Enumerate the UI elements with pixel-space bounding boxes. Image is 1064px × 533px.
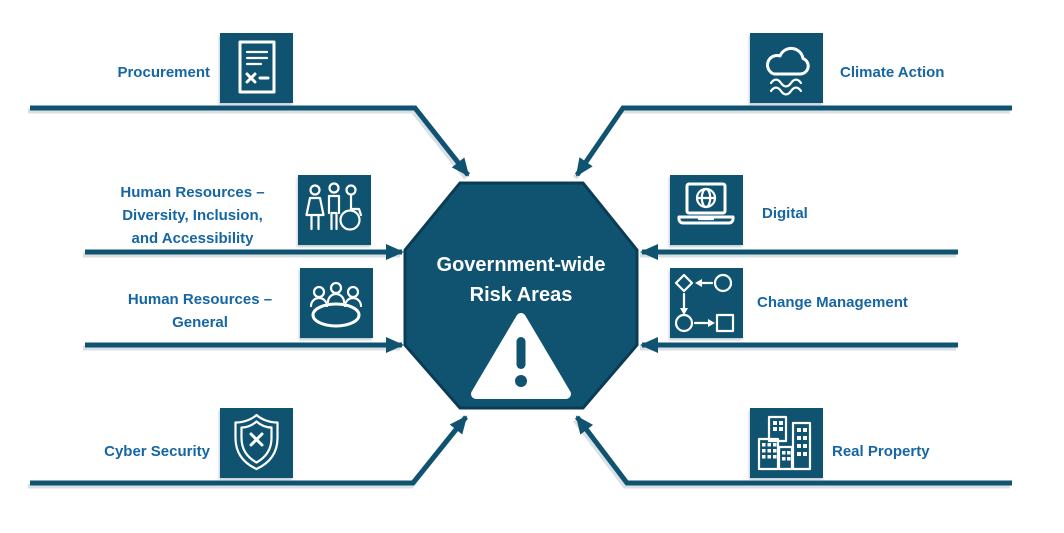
- arrow-cyber-security: [30, 415, 468, 486]
- center-octagon: [403, 181, 639, 410]
- line-shadows: [28, 108, 1010, 489]
- flowchart-icon: [670, 268, 743, 338]
- center-title-line1: Government-wide: [436, 254, 606, 276]
- contract-document-icon: [220, 33, 293, 103]
- label-hr-dia: Human Resources – Diversity, Inclusion, …: [120, 184, 265, 247]
- warning-triangle-icon: [471, 313, 571, 399]
- arrow-real-property: [575, 415, 1012, 486]
- climate-cloud-icon: [750, 33, 823, 103]
- label-procurement: Procurement: [117, 64, 210, 81]
- meeting-table-icon: [300, 268, 373, 338]
- arrow-climate-action: [574, 105, 1012, 177]
- label-hr-general: Human Resources – General: [127, 291, 273, 331]
- buildings-icon: [750, 408, 823, 478]
- shield-x-icon: [220, 408, 293, 478]
- center-title: Government-wide Risk Areas: [411, 250, 631, 310]
- laptop-globe-icon: [670, 175, 743, 245]
- label-digital: Digital: [762, 205, 808, 222]
- label-climate-action: Climate Action: [840, 64, 945, 81]
- arrow-procurement: [30, 105, 470, 177]
- label-change-management: Change Management: [757, 294, 908, 311]
- label-real-property: Real Property: [832, 443, 930, 460]
- label-cyber-security: Cyber Security: [104, 443, 210, 460]
- diverse-people-icon: [298, 175, 371, 245]
- center-title-line2: Risk Areas: [469, 284, 573, 306]
